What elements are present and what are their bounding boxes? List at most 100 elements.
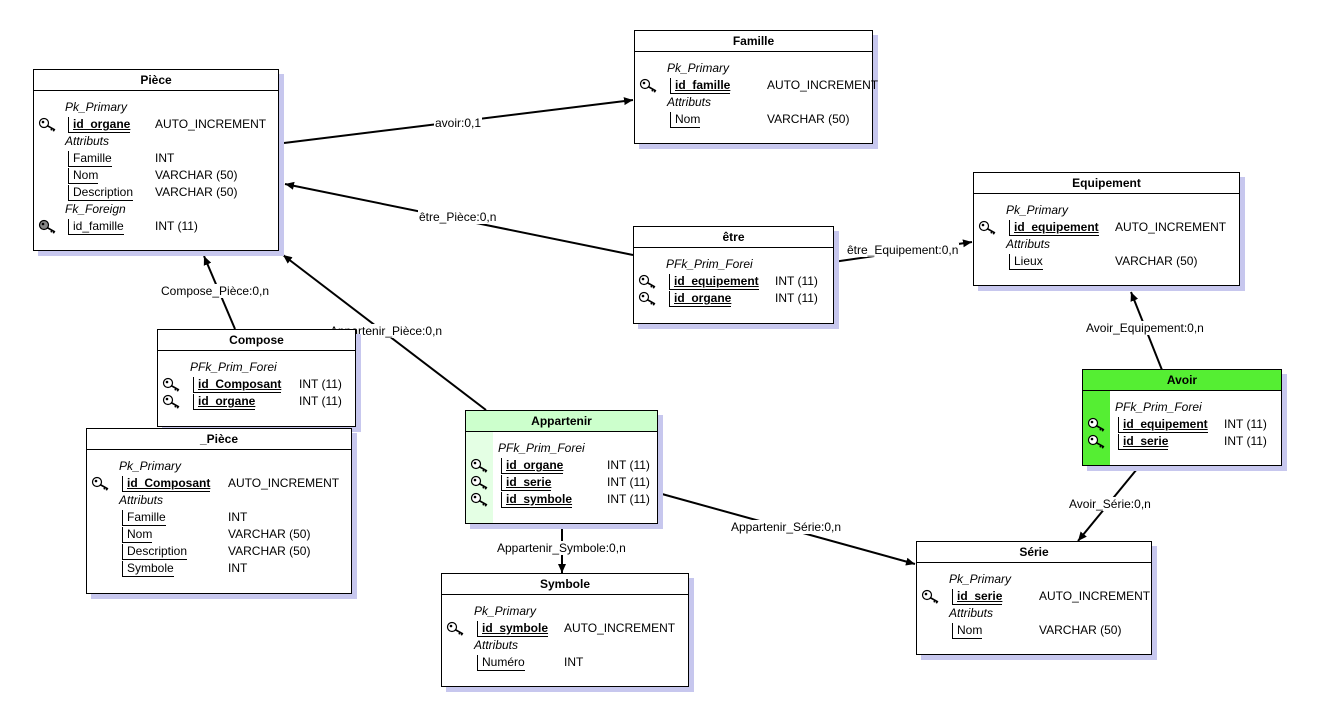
field-type: VARCHAR (50)	[1039, 623, 1122, 637]
field-name: id_organe	[669, 291, 732, 307]
primary-key-icon	[470, 492, 490, 507]
entity-strip	[1083, 391, 1110, 465]
field-row[interactable]: Symbole INT	[87, 560, 351, 577]
section-label: PFk_Prim_Forei	[498, 441, 585, 455]
field-type: INT (11)	[775, 291, 818, 305]
primary-key-icon	[921, 589, 941, 604]
relation-label-compose-piece: Compose_Pièce:0,n	[160, 284, 271, 298]
field-name: id_organe	[501, 458, 564, 474]
section-label: Pk_Primary	[667, 61, 730, 75]
field-type: AUTO_INCREMENT	[564, 621, 676, 635]
primary-key-icon	[1087, 434, 1107, 449]
field-name: id_symbole	[477, 621, 549, 637]
field-type: INT (11)	[1224, 434, 1267, 448]
field-name: id_Composant	[122, 476, 211, 492]
field-type: AUTO_INCREMENT	[1115, 220, 1227, 234]
field-row[interactable]: id_equipement AUTO_INCREMENT	[974, 219, 1239, 236]
field-type: INT	[564, 655, 584, 669]
section-label: Attributs	[65, 134, 110, 148]
field-name: id_serie	[1118, 434, 1169, 450]
field-type: AUTO_INCREMENT	[767, 78, 879, 92]
field-row[interactable]: Nom VARCHAR (50)	[34, 167, 278, 184]
field-row[interactable]: id_serie INT (11)	[1083, 433, 1281, 450]
primary-key-icon	[470, 458, 490, 473]
field-type: INT	[228, 561, 248, 575]
field-name: Description	[122, 544, 188, 560]
field-type: AUTO_INCREMENT	[228, 476, 340, 490]
section-label: Pk_Primary	[949, 572, 1012, 586]
field-row[interactable]: Description VARCHAR (50)	[34, 184, 278, 201]
field-name: Numéro	[477, 655, 525, 671]
primary-key-icon	[639, 78, 659, 93]
field-name: id_famille	[670, 78, 731, 94]
section-label: Fk_Foreign	[65, 202, 126, 216]
relation-label-avoir-equipement: Avoir_Equipement:0,n	[1085, 321, 1205, 335]
relation-label-avoir: avoir:0,1	[434, 116, 483, 130]
field-type: VARCHAR (50)	[767, 112, 850, 126]
field-row[interactable]: id_organe INT (11)	[634, 290, 833, 307]
field-type: VARCHAR (50)	[155, 168, 238, 182]
section-label: Pk_Primary	[474, 604, 537, 618]
section-label: Pk_Primary	[119, 459, 182, 473]
field-type: VARCHAR (50)	[228, 527, 311, 541]
relation-label-etre-equipement: être_Equipement:0,n	[846, 243, 960, 257]
field-type: INT (11)	[155, 219, 198, 233]
field-row[interactable]: id_equipement INT (11)	[1083, 416, 1281, 433]
primary-key-icon	[162, 377, 182, 392]
field-row[interactable]: id_famille INT (11)	[34, 218, 278, 235]
section-label: Pk_Primary	[65, 100, 128, 114]
primary-key-icon	[1087, 417, 1107, 432]
field-type: INT	[155, 151, 175, 165]
field-name: Symbole	[122, 561, 174, 577]
field-row[interactable]: id_Composant AUTO_INCREMENT	[87, 475, 351, 492]
entity-title: Pièce	[34, 70, 278, 91]
field-name: id_famille	[68, 219, 124, 235]
field-name: id_serie	[952, 589, 1003, 605]
field-type: AUTO_INCREMENT	[1039, 589, 1151, 603]
field-name: Nom	[68, 168, 99, 184]
field-name: Description	[68, 185, 134, 201]
entity-title: être	[634, 227, 833, 248]
field-type: VARCHAR (50)	[155, 185, 238, 199]
field-name: id_equipement	[1118, 417, 1208, 433]
relation-label-appartenir-piece: Appartenir_Pièce:0,n	[329, 324, 444, 338]
section-label: PFk_Prim_Forei	[666, 257, 753, 271]
relation-label-appartenir-serie: Appartenir_Série:0,n	[730, 520, 843, 534]
field-row[interactable]: id_symbole AUTO_INCREMENT	[442, 620, 688, 637]
section-label: Attributs	[667, 95, 712, 109]
field-row[interactable]: id_famille AUTO_INCREMENT	[635, 77, 878, 94]
foreign-key-icon	[38, 219, 58, 234]
field-type: INT (11)	[607, 492, 650, 506]
section-label: PFk_Prim_Forei	[1115, 400, 1202, 414]
field-type: VARCHAR (50)	[1115, 254, 1198, 268]
field-row[interactable]: Numéro INT	[442, 654, 688, 671]
field-type: INT (11)	[1224, 417, 1267, 431]
field-row[interactable]: id_serie AUTO_INCREMENT	[917, 588, 1151, 605]
section-label: Pk_Primary	[1006, 203, 1069, 217]
field-name: id_equipement	[1009, 220, 1099, 236]
